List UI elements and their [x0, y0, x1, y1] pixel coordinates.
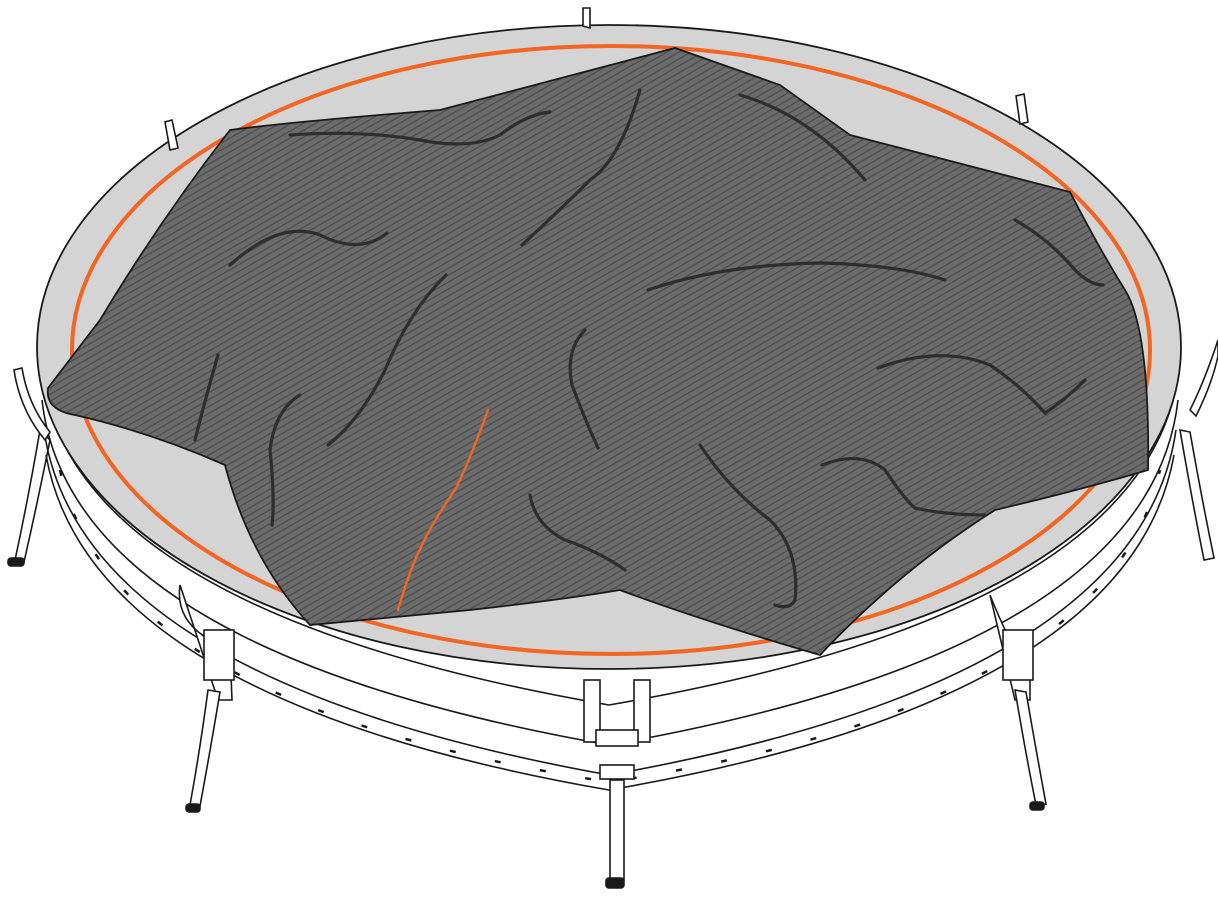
clip-top-right [1015, 93, 1029, 125]
wrinkle-3 [738, 93, 867, 182]
wrinkle-13 [820, 456, 987, 517]
rim-clips [13, 7, 1218, 442]
foot-back-left [7, 557, 25, 567]
wrinkle-12 [698, 443, 798, 609]
clip-top-left [164, 118, 179, 151]
clip-top [582, 7, 591, 30]
wrinkle-9 [268, 393, 302, 527]
wrinkle-7 [326, 273, 448, 447]
accent-ring [70, 44, 1152, 656]
frame-ring-1 [39, 359, 1181, 706]
back-legs [7, 428, 1215, 567]
clip-right [1189, 339, 1218, 418]
wrinkle-11 [876, 354, 1087, 416]
leg-front-left [178, 584, 235, 813]
orange-wrinkle [396, 408, 490, 612]
wrinkle-10 [568, 328, 600, 450]
mat-wrinkles [193, 88, 1105, 609]
wrinkle-8 [193, 353, 220, 442]
wrinkle-4 [228, 229, 389, 267]
wrinkle-14 [528, 493, 627, 572]
leg-back-left [14, 428, 51, 563]
clip-left [13, 367, 51, 442]
wrinkle-6 [646, 261, 947, 292]
front-legs [178, 584, 1047, 889]
leg-back-right [1179, 428, 1215, 561]
leg-front-center [583, 679, 651, 889]
mat-cover [46, 47, 1150, 657]
wrinkle-2 [520, 88, 642, 247]
leg-front-right [989, 594, 1047, 811]
wrinkle-1 [288, 110, 552, 146]
wrinkle-5 [1013, 218, 1105, 287]
frame-ring-4 [45, 454, 1175, 791]
